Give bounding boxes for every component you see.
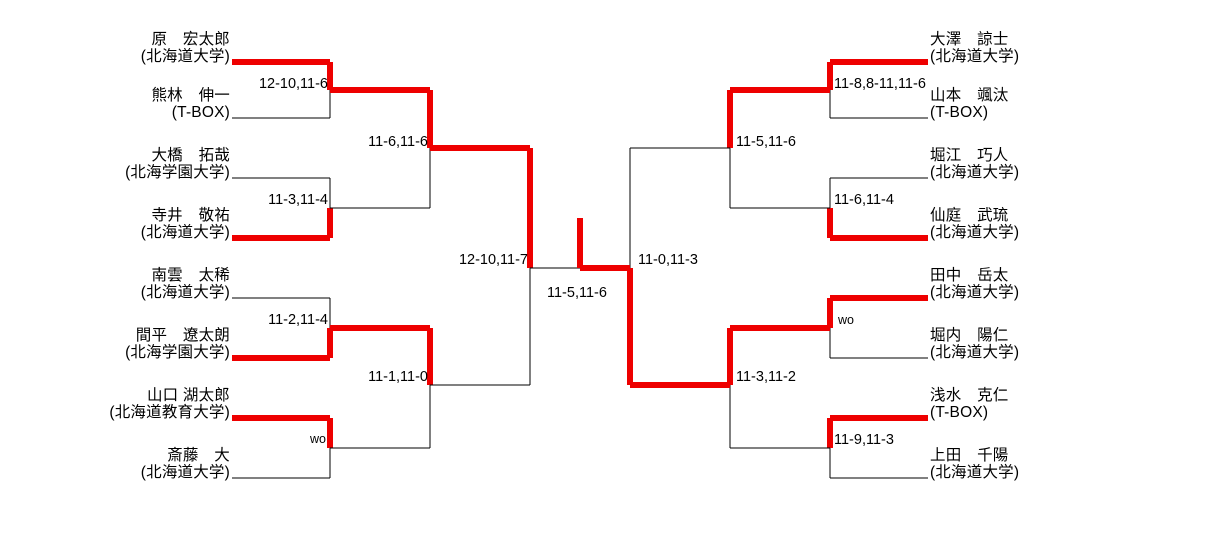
player-affiliation: (北海学園大学) [125, 344, 230, 362]
player-name: 大澤 諒士 [930, 31, 1009, 48]
match-score-label-s-r-r2-1: 11-5,11-6 [736, 134, 796, 150]
player-entry-l5[interactable]: 南雲 太稀(北海道大学) [0, 267, 230, 302]
bracket-left-half [232, 59, 580, 479]
player-affiliation: (北海道大学) [930, 164, 1020, 182]
player-affiliation: (北海道大学) [930, 284, 1020, 302]
player-entry-l8[interactable]: 斎藤 大(北海道大学) [0, 447, 230, 482]
player-affiliation: (北海道大学) [930, 344, 1020, 362]
player-affiliation: (T-BOX) [930, 404, 989, 422]
match-score-label-s-r-r1-1: 11-8,8-11,11-6 [834, 76, 926, 92]
player-entry-l2[interactable]: 熊林 伸一(T-BOX) [0, 87, 230, 122]
player-entry-r4[interactable]: 仙庭 武琉(北海道大学) [930, 207, 1208, 242]
player-affiliation: (T-BOX) [171, 104, 230, 122]
player-affiliation: (北海道大学) [140, 224, 230, 242]
match-score-label-s-r-r1-4: 11-9,11-3 [834, 432, 894, 448]
walkover-label-s-l-r1-4: wo [310, 432, 326, 446]
player-name: 仙庭 武琉 [930, 207, 1009, 224]
player-entry-r2[interactable]: 山本 颯汰(T-BOX) [930, 87, 1208, 122]
match-score-label-s-r-r2-2: 11-3,11-2 [736, 369, 796, 385]
walkover-label-s-r-r1-3: wo [838, 313, 854, 327]
match-score-label-s-l-r1-2: 11-3,11-4 [268, 192, 328, 208]
match-score-label-s-l-sf: 12-10,11-7 [458, 252, 528, 268]
player-affiliation: (北海道大学) [140, 464, 230, 482]
player-name: 堀江 巧人 [930, 147, 1009, 164]
player-entry-r6[interactable]: 堀内 陽仁(北海道大学) [930, 327, 1208, 362]
player-entry-l7[interactable]: 山口 湖太郎(北海道教育大学) [0, 387, 230, 422]
bracket-right-half [580, 59, 928, 479]
player-name: 上田 千陽 [930, 447, 1009, 464]
player-name: 浅水 克仁 [930, 387, 1009, 404]
player-entry-r5[interactable]: 田中 岳太(北海道大学) [930, 267, 1208, 302]
player-affiliation: (北海道大学) [930, 48, 1020, 66]
player-name: 原 宏太郎 [151, 31, 230, 48]
player-entry-l6[interactable]: 間平 遼太朗(北海学園大学) [0, 327, 230, 362]
player-entry-l4[interactable]: 寺井 敬祐(北海道大学) [0, 207, 230, 242]
player-name: 田中 岳太 [930, 267, 1009, 284]
player-name: 間平 遼太朗 [135, 327, 230, 344]
player-name: 寺井 敬祐 [151, 207, 230, 224]
match-score-label-s-r-r1-2: 11-6,11-4 [834, 192, 894, 208]
player-affiliation: (北海道大学) [930, 464, 1020, 482]
player-affiliation: (北海道教育大学) [109, 404, 230, 422]
player-name: 南雲 太稀 [151, 267, 230, 284]
match-score-label-s-l-r2-1: 11-6,11-6 [368, 134, 428, 150]
match-score-label-s-final: 11-5,11-6 [547, 285, 607, 301]
match-score-label-s-l-r1-1: 12-10,11-6 [258, 76, 328, 92]
player-name: 堀内 陽仁 [930, 327, 1009, 344]
player-affiliation: (北海道大学) [140, 284, 230, 302]
player-name: 大橋 拓哉 [151, 147, 230, 164]
player-affiliation: (北海道大学) [140, 48, 230, 66]
player-entry-r7[interactable]: 浅水 克仁(T-BOX) [930, 387, 1208, 422]
player-name: 山口 湖太郎 [146, 387, 230, 404]
player-entry-l3[interactable]: 大橋 拓哉(北海学園大学) [0, 147, 230, 182]
match-score-label-s-l-r2-2: 11-1,11-0 [368, 369, 428, 385]
player-name: 斎藤 大 [167, 447, 230, 464]
player-affiliation: (T-BOX) [930, 104, 989, 122]
player-name: 山本 颯汰 [930, 87, 1009, 104]
player-name: 熊林 伸一 [151, 87, 230, 104]
player-entry-r1[interactable]: 大澤 諒士(北海道大学) [930, 31, 1208, 66]
player-affiliation: (北海学園大学) [125, 164, 230, 182]
match-score-label-s-l-r1-3: 11-2,11-4 [268, 312, 328, 328]
player-entry-l1[interactable]: 原 宏太郎(北海道大学) [0, 31, 230, 66]
match-score-label-s-r-sf: 11-0,11-3 [638, 252, 698, 268]
player-entry-r8[interactable]: 上田 千陽(北海道大学) [930, 447, 1208, 482]
player-affiliation: (北海道大学) [930, 224, 1020, 242]
player-entry-r3[interactable]: 堀江 巧人(北海道大学) [930, 147, 1208, 182]
